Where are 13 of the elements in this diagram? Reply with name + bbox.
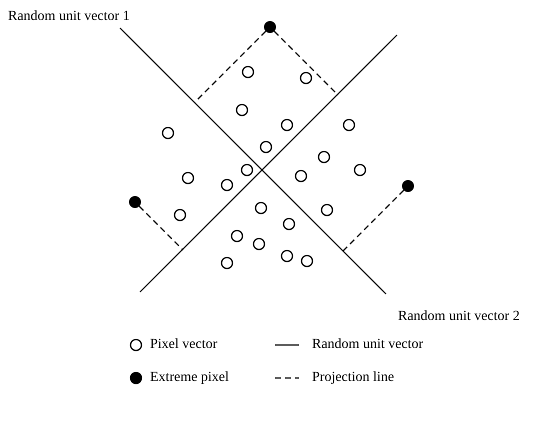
extreme-pixel-marker — [264, 21, 276, 33]
legend-text: Extreme pixel — [150, 370, 229, 386]
projection-line — [274, 30, 338, 96]
vector-label: Random unit vector 1 — [8, 9, 130, 25]
projection-line — [342, 190, 404, 252]
legend-text: Pixel vector — [150, 337, 218, 353]
legend-text: Projection line — [312, 370, 394, 386]
legend-text: Random unit vector — [312, 337, 424, 353]
extreme-pixel-marker — [402, 180, 414, 192]
extreme-pixel-marker — [129, 196, 141, 208]
projection-line — [138, 206, 184, 250]
projection-line — [194, 30, 266, 102]
vector-label: Random unit vector 2 — [398, 309, 520, 325]
